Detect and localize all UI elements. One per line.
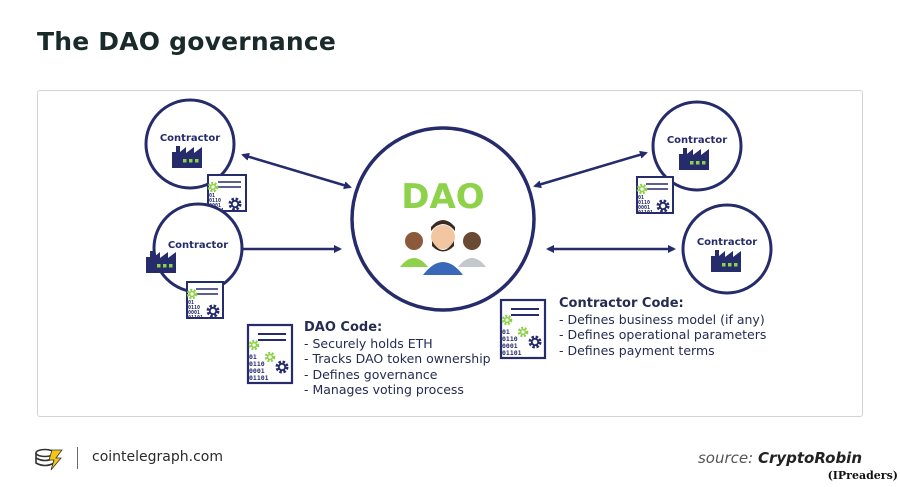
svg-text:01 0110 0001: 01 0110 0001 01101 bbox=[638, 195, 653, 216]
arrow-top-right bbox=[533, 150, 648, 189]
watermark: (IPreaders) bbox=[827, 469, 898, 482]
contractor-code-text: Contractor Code: - Defines business mode… bbox=[559, 296, 766, 358]
contractor-node-mid-left: Contractor bbox=[146, 202, 244, 294]
contractor-node-top-left: Contractor bbox=[144, 98, 236, 190]
contractor-label: Contractor bbox=[667, 135, 727, 146]
dao-code-text: DAO Code: - Securely holds ETH - Tracks … bbox=[304, 320, 491, 398]
dao-code-doc-icon: 01 0110 0001 01101 bbox=[246, 323, 294, 385]
code-doc-icon: 01 0110 0001 01101 bbox=[186, 281, 224, 321]
dao-code-title: DAO Code: bbox=[304, 320, 383, 335]
contractor-code-line: - Defines operational parameters bbox=[559, 327, 767, 342]
svg-text:01 0110 0001: 01 0110 0001 01101 bbox=[502, 328, 522, 357]
dao-code-line: - Tracks DAO token ownership bbox=[304, 351, 491, 366]
arrow-top-left bbox=[241, 152, 352, 190]
dao-node: DAO bbox=[350, 126, 536, 312]
svg-text:01 0110 0001: 01 0110 0001 01101 bbox=[249, 353, 269, 382]
contractor-label: Contractor bbox=[168, 240, 228, 251]
contractor-node-mid-right: Contractor bbox=[681, 203, 773, 295]
contractor-node-top-right: Contractor bbox=[651, 100, 743, 192]
contractor-code-title: Contractor Code: bbox=[559, 296, 684, 311]
dao-code-line: - Defines governance bbox=[304, 366, 438, 382]
code-doc-icon: 01 0110 0001 01101 bbox=[636, 176, 674, 216]
dao-label: DAO bbox=[401, 177, 484, 217]
cointelegraph-logo-icon bbox=[35, 448, 63, 471]
page-title: The DAO governance bbox=[37, 27, 337, 56]
dao-code-line: - Securely holds ETH bbox=[304, 335, 433, 351]
contractor-code-line: - Defines business model (if any) bbox=[559, 311, 765, 327]
footer-site-link[interactable]: cointelegraph.com bbox=[92, 449, 223, 465]
people-icon bbox=[400, 220, 486, 275]
contractor-label: Contractor bbox=[160, 133, 220, 144]
dao-diagram: DAO Contractor 01 bbox=[144, 98, 773, 385]
contractor-code-doc-icon: 01 0110 0001 01101 bbox=[499, 298, 547, 360]
contractor-label: Contractor bbox=[697, 237, 757, 248]
source-label: source: bbox=[697, 449, 754, 467]
contractor-code-line: - Defines payment terms bbox=[559, 342, 715, 358]
source-name: CryptoRobin bbox=[757, 449, 862, 467]
footer-separator bbox=[77, 447, 78, 469]
dao-code-line: - Manages voting process bbox=[304, 382, 464, 397]
svg-text:01 0110 0001: 01 0110 0001 01101 bbox=[188, 300, 203, 321]
diagram-panel: DAO Contractor 01 bbox=[37, 90, 863, 417]
source-credit: source: CryptoRobin bbox=[698, 449, 862, 467]
